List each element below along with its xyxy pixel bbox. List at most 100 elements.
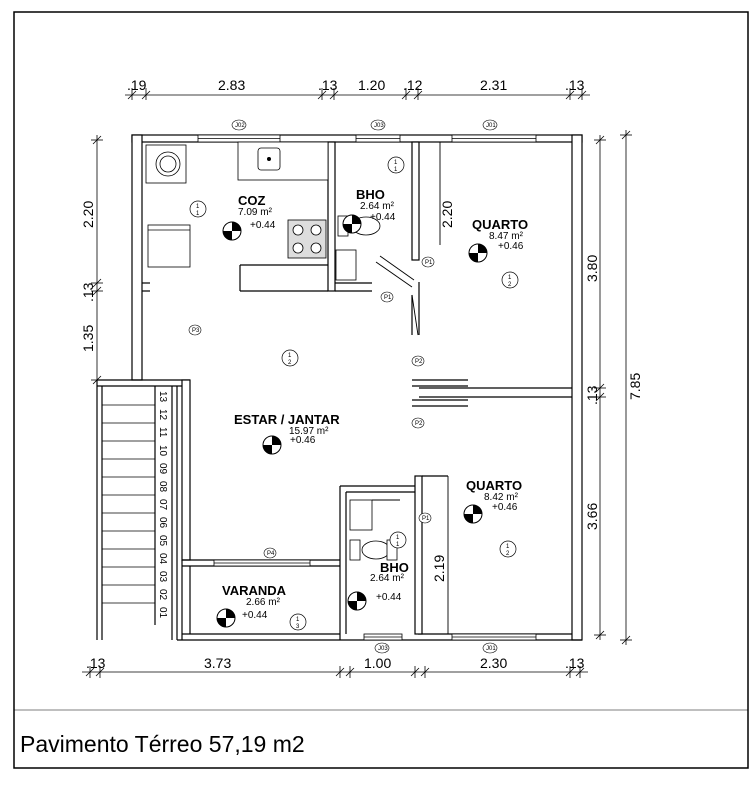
stair-step-02: 02 (157, 589, 168, 601)
tag-p3: P3 (192, 328, 200, 334)
level-marker-bho-2 (347, 591, 367, 611)
dim-left-2: .13 (80, 282, 96, 302)
dimension-left (91, 135, 103, 385)
level-marker-quarto-2 (463, 504, 483, 524)
dim-bottom-5: .13 (565, 655, 585, 671)
level-marker-estar (262, 435, 282, 455)
tag-j02: J02 (235, 123, 245, 129)
drawing-title: Pavimento Térreo 57,19 m2 (20, 731, 305, 757)
dim-right-3: 3.66 (584, 503, 600, 530)
tag-p1-c: P1 (422, 516, 430, 522)
dim-top-3: .13 (318, 77, 338, 93)
room-level-quarto-2: +0.46 (492, 502, 518, 513)
dim-left-1: 2.20 (80, 201, 96, 228)
room-level-quarto-1: +0.46 (498, 241, 524, 252)
section-q2-bottom: 2 (506, 551, 510, 557)
dim-top-1: .19 (127, 77, 147, 93)
doors (372, 142, 449, 634)
section-q1-bottom: 2 (508, 282, 512, 288)
dim-top-4: 1.20 (358, 77, 385, 93)
dim-top-6: 2.31 (480, 77, 507, 93)
room-area-quarto-1: 8.47 m² (489, 231, 524, 242)
room-area-varanda: 2.66 m² (246, 597, 281, 608)
section-bho1-top: 1 (394, 160, 398, 166)
section-bho2-top: 1 (396, 535, 400, 541)
stair-step-13: 13 (157, 391, 168, 403)
walls (96, 134, 583, 641)
stair-steps (102, 404, 155, 604)
tag-p4: P4 (267, 551, 275, 557)
room-level-varanda: +0.44 (242, 610, 268, 621)
room-area-quarto-2: 8.42 m² (484, 492, 519, 503)
tag-p1-a: P1 (425, 260, 433, 266)
dim-left-3: 1.35 (80, 325, 96, 352)
room-name-varanda: VARANDA (222, 583, 287, 598)
sheet-border (13, 11, 749, 769)
room-level-bho-1: +0.44 (370, 212, 396, 223)
room-area-bho-1: 2.64 m² (360, 201, 395, 212)
room-level-bho-2: +0.44 (376, 592, 402, 603)
stair-step-03: 03 (157, 571, 168, 583)
room-area-bho-2: 2.64 m² (370, 573, 405, 584)
section-bho2-bottom: 1 (396, 542, 400, 548)
dim-top-7: .13 (565, 77, 585, 93)
tag-p1-b: P1 (384, 295, 392, 301)
section-markers (189, 156, 519, 631)
dim-bottom-1: .13 (86, 655, 106, 671)
section-var-top: 1 (296, 617, 300, 623)
dim-right-2: .13 (584, 385, 600, 405)
dimension-bottom (82, 666, 588, 678)
section-estar-top: 1 (288, 353, 292, 359)
level-marker-bho-1 (342, 214, 362, 234)
room-name-coz: COZ (238, 193, 266, 208)
room-area-estar: 15.97 m² (289, 426, 329, 437)
dim-bottom-4: 2.30 (480, 655, 507, 671)
tag-j03-bottom: J03 (378, 646, 388, 652)
section-estar-bottom: 2 (288, 360, 292, 366)
stair-step-10: 10 (157, 445, 168, 457)
stair-step-09: 09 (157, 463, 168, 475)
room-level-coz: +0.44 (250, 220, 276, 231)
room-name-bho-1: BHO (356, 187, 385, 202)
stair-step-06: 06 (157, 517, 168, 529)
fixtures (145, 141, 398, 561)
section-var-bottom: 3 (296, 624, 300, 630)
stair-numbers: 13 12 11 10 09 08 07 06 05 04 03 02 01 (157, 391, 168, 619)
dim-right-outer: 7.85 (627, 373, 643, 400)
dim-bottom-3: 1.00 (364, 655, 391, 671)
dim-right-1: 3.80 (584, 255, 600, 282)
dim-top-5: .12 (403, 77, 423, 93)
dim-quarto-1-height: 2.20 (439, 201, 455, 228)
room-name-quarto-1: QUARTO (472, 217, 528, 232)
section-bho1-bottom: 1 (394, 167, 398, 173)
stair-step-01: 01 (157, 607, 168, 619)
stair-step-12: 12 (157, 409, 168, 421)
section-q2-top: 1 (506, 544, 510, 550)
stair-step-07: 07 (157, 499, 168, 511)
level-marker-varanda (216, 608, 236, 628)
room-name-estar: ESTAR / JANTAR (234, 412, 340, 427)
room-level-estar: +0.46 (290, 435, 316, 446)
level-marker-coz (222, 221, 242, 241)
tag-j01-bottom: J01 (486, 646, 496, 652)
dimension-top (125, 88, 590, 100)
room-name-bho-2: BHO (380, 560, 409, 575)
room-area-coz: 7.09 m² (238, 207, 273, 218)
opening-tags (188, 119, 498, 654)
section-coz-top: 1 (196, 204, 200, 210)
dim-bho-2-height: 2.19 (431, 555, 447, 582)
level-marker-quarto-1 (468, 243, 488, 263)
section-q1-top: 1 (508, 275, 512, 281)
room-name-quarto-2: QUARTO (466, 478, 522, 493)
dim-bottom-2: 3.73 (204, 655, 231, 671)
dim-top-2: 2.83 (218, 77, 245, 93)
tag-p2-b: P2 (415, 421, 423, 427)
tag-j01-top: J01 (486, 123, 496, 129)
tag-j03-top: J03 (374, 123, 384, 129)
windows (197, 134, 537, 641)
dimension-right (594, 130, 632, 645)
stair-step-08: 08 (157, 481, 168, 493)
stair-step-11: 11 (157, 427, 168, 438)
stair-step-05: 05 (157, 535, 168, 547)
